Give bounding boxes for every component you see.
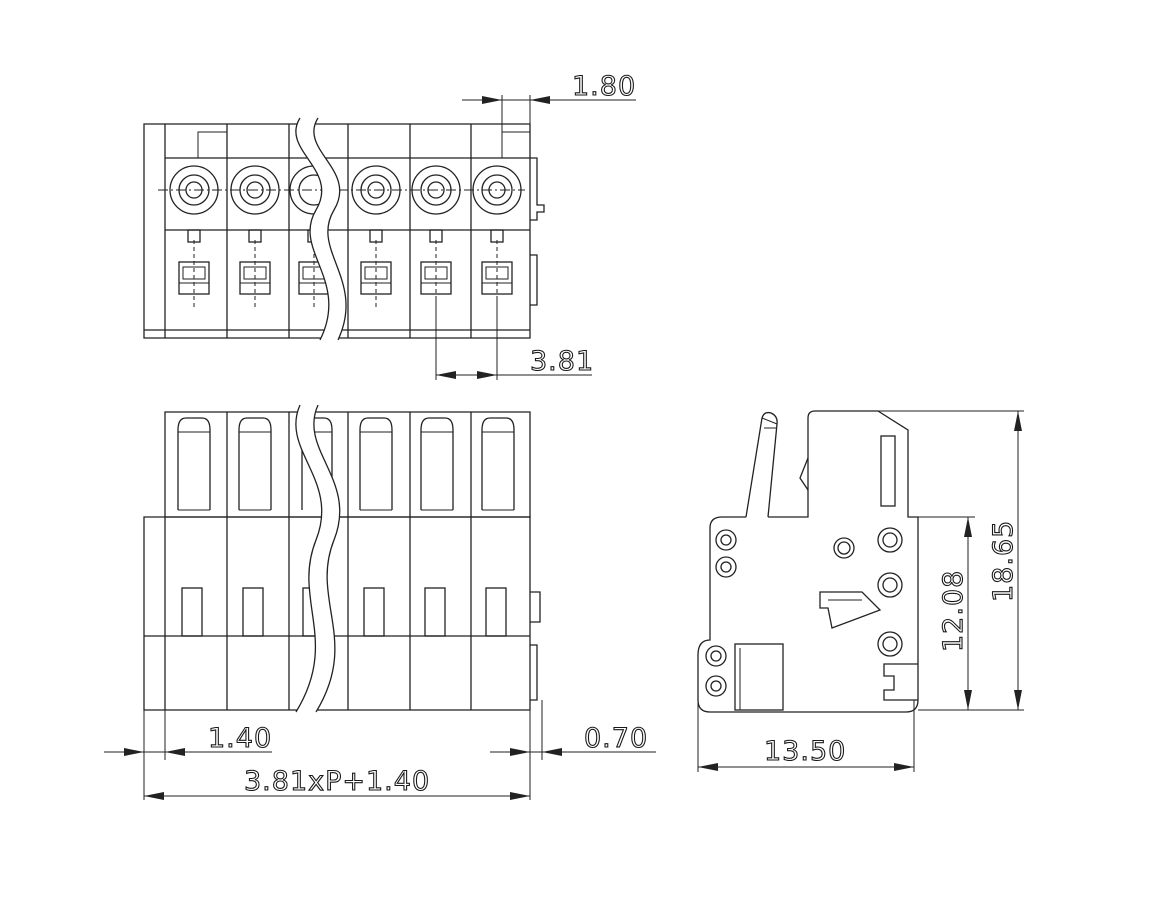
dimension-total-height: 18.65 xyxy=(878,410,1024,711)
top-view xyxy=(143,117,545,341)
dim-label-0-70: 0.70 xyxy=(584,723,648,754)
side-view xyxy=(697,410,919,713)
dim-label-1-40: 1.40 xyxy=(208,723,272,754)
dim-label-overall: 3.81xP+1.40 xyxy=(244,766,430,797)
dimension-left-margin: 1.40 xyxy=(104,710,272,800)
dimension-overall-length: 3.81xP+1.40 xyxy=(144,765,530,800)
release-buttons-top xyxy=(178,261,513,295)
side-view-holes xyxy=(705,527,903,697)
dimension-top-offset: 1.80 xyxy=(462,70,636,158)
pin-housings xyxy=(177,417,515,511)
front-view xyxy=(143,404,541,713)
dimension-pitch: 3.81 xyxy=(435,300,594,380)
wire-entries-top xyxy=(169,165,522,215)
dimension-side-width: 13.50 xyxy=(697,690,915,772)
dim-label-3-81: 3.81 xyxy=(530,346,594,377)
dim-label-18-65: 18.65 xyxy=(988,520,1019,602)
dim-label-13-50: 13.50 xyxy=(764,736,846,767)
dim-label-12-08: 12.08 xyxy=(938,570,969,652)
dim-label-1-80: 1.80 xyxy=(572,71,636,102)
dimension-lower-height: 12.08 xyxy=(918,516,975,711)
dimension-right-margin: 0.70 xyxy=(490,700,656,800)
